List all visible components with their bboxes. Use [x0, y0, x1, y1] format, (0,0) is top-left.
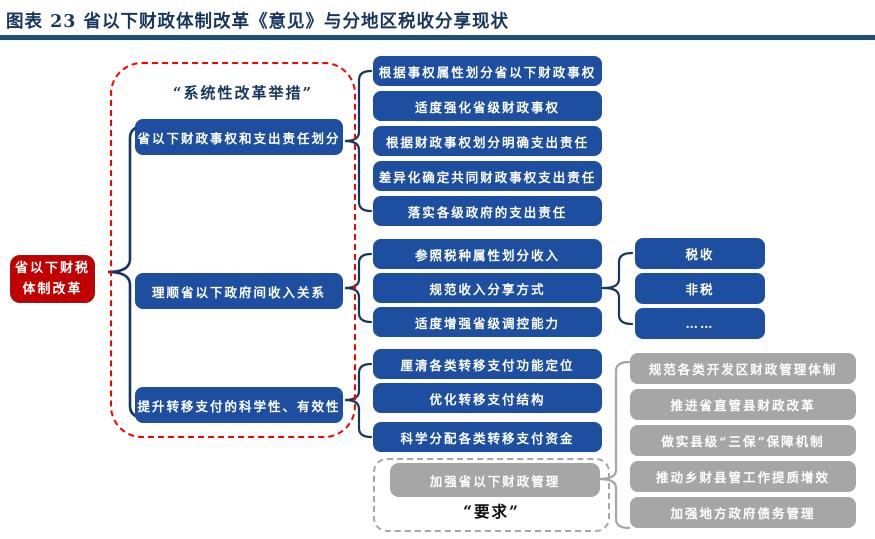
category-expenditure-division: 省以下财政事权和支出责任划分 — [135, 119, 343, 155]
income-item-2: 规范收入分享方式 — [373, 273, 602, 303]
transfer-item-1: 厘清各类转移支付功能定位 — [373, 349, 602, 379]
root-node: 省以下财税 体制改革 — [10, 255, 95, 303]
expenditure-item-5: 落实各级政府的支出责任 — [373, 196, 602, 226]
requirement-main-box: 加强省以下财政管理 — [390, 463, 600, 497]
income-type-nontax: 非税 — [635, 273, 765, 304]
figure-title: 图表 23 省以下财政体制改革《意见》与分地区税收分享现状 — [6, 12, 510, 32]
income-type-more: …… — [635, 308, 765, 339]
expenditure-item-3: 根据财政事权划分明确支出责任 — [373, 126, 602, 156]
requirements-group-label: “要求” — [463, 502, 520, 521]
requirement-item-2: 推进省直管县财政改革 — [630, 389, 856, 420]
root-node-line1: 省以下财税 — [14, 260, 90, 276]
category-transfer-payment: 提升转移支付的科学性、有效性 — [135, 387, 343, 423]
transfer-item-2: 优化转移支付结构 — [373, 383, 602, 413]
title-rule — [0, 35, 875, 40]
transfer-item-3: 科学分配各类转移支付资金 — [373, 422, 602, 452]
category-income-relations: 理顺省以下政府间收入关系 — [135, 273, 343, 309]
income-item-1: 参照税种属性划分收入 — [373, 239, 602, 269]
income-item-3: 适度增强省级调控能力 — [373, 307, 602, 337]
expenditure-item-2: 适度强化省级财政事权 — [373, 91, 602, 121]
requirements-group-outline — [373, 458, 610, 532]
expenditure-item-4: 差异化确定共同财政事权支出责任 — [373, 161, 602, 191]
measures-group-label: “系统性改革举措” — [172, 84, 314, 102]
income-type-tax: 税收 — [635, 238, 765, 269]
measures-group-outline — [110, 62, 356, 438]
requirement-item-5: 加强地方政府债务管理 — [630, 497, 856, 528]
expenditure-item-1: 根据事权属性划分省以下财政事权 — [373, 56, 602, 86]
requirement-item-3: 做实县级“三保”保障机制 — [630, 425, 856, 456]
root-node-line2: 体制改革 — [22, 282, 83, 297]
requirement-item-4: 推动乡财县管工作提质增效 — [630, 461, 856, 492]
brace-income-types-icon — [603, 251, 634, 326]
requirement-item-1: 规范各类开发区财政管理体制 — [630, 353, 856, 384]
